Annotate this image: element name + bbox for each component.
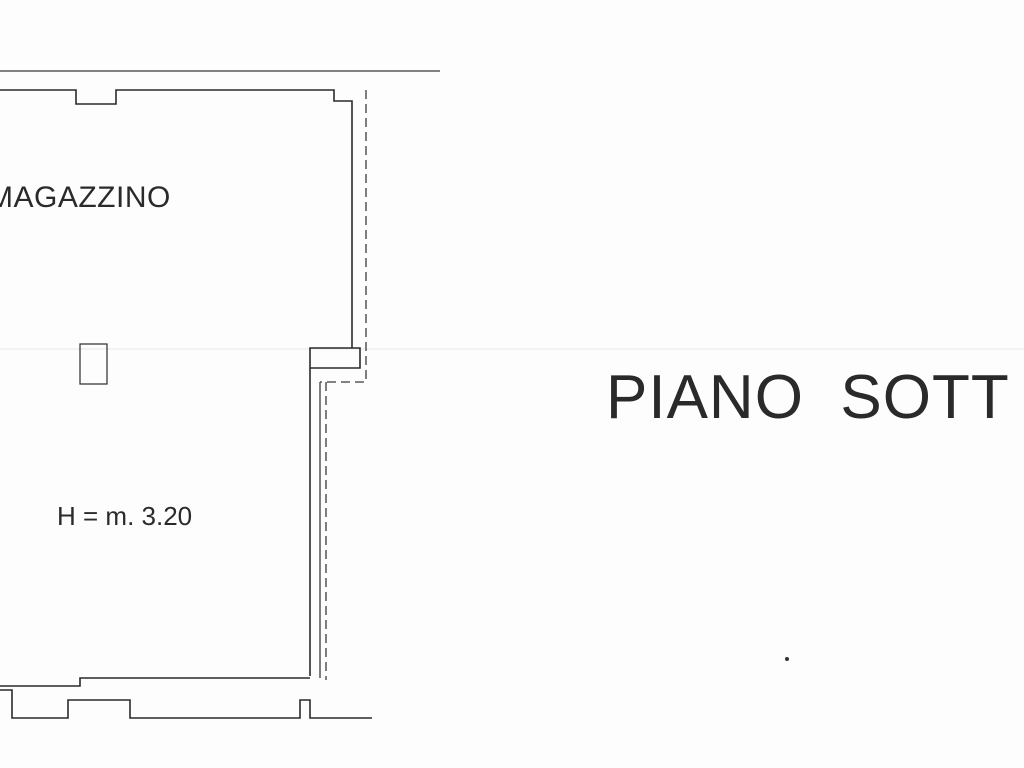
bottom-outer-wall: [0, 689, 372, 719]
wall-pillar: [309, 347, 361, 369]
ceiling-height-label: H = m. 3.20: [57, 501, 192, 531]
top-wall: [0, 89, 353, 348]
speck-dot: [785, 657, 789, 661]
room-name-label: MAGAZZINO: [0, 181, 171, 214]
floor-title: PIANO SOTT: [606, 363, 1010, 432]
column: [79, 343, 108, 385]
dashed-boundary-upper: [320, 90, 367, 383]
bottom-wall: [0, 677, 310, 687]
